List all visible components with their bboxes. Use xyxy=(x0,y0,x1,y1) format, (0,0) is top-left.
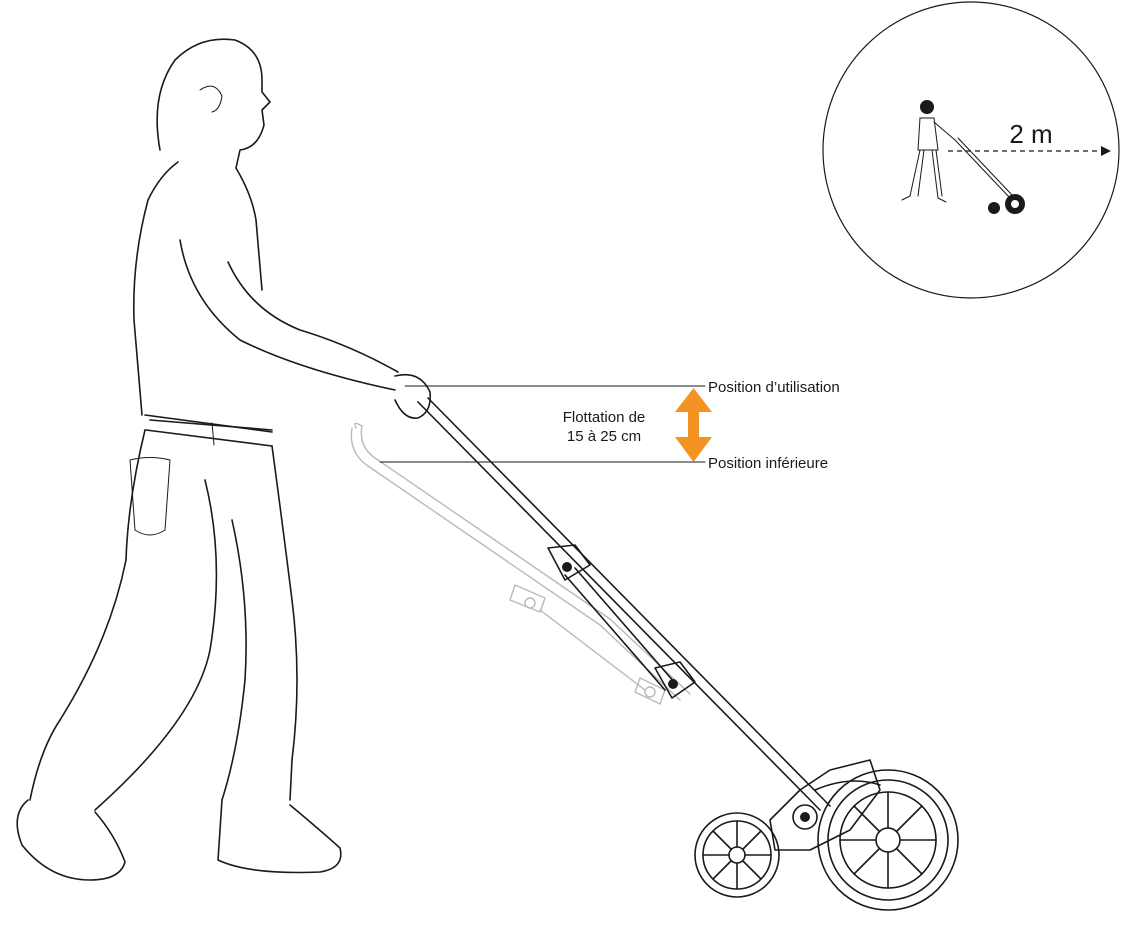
rear-wheel xyxy=(817,769,959,911)
mower-handle xyxy=(417,397,831,811)
small-person xyxy=(901,100,956,203)
reel-mower xyxy=(694,759,959,911)
float-range-label-line2: 15 à 25 cm xyxy=(567,428,641,445)
lower-handle-ghost xyxy=(350,422,691,705)
front-wheel xyxy=(694,812,780,898)
small-mower xyxy=(954,137,1025,214)
lower-position-label: Position inférieure xyxy=(708,455,828,472)
double-arrow-vertical-icon xyxy=(675,388,712,462)
safety-distance-inset: 2 m xyxy=(822,1,1120,299)
walking-person xyxy=(16,38,432,881)
usage-position-label: Position d’utilisation xyxy=(708,379,840,396)
distance-label: 2 m xyxy=(1009,119,1052,149)
float-range-label-line1: Flottation de xyxy=(563,409,646,426)
dashed-arrow-head xyxy=(1101,146,1111,156)
